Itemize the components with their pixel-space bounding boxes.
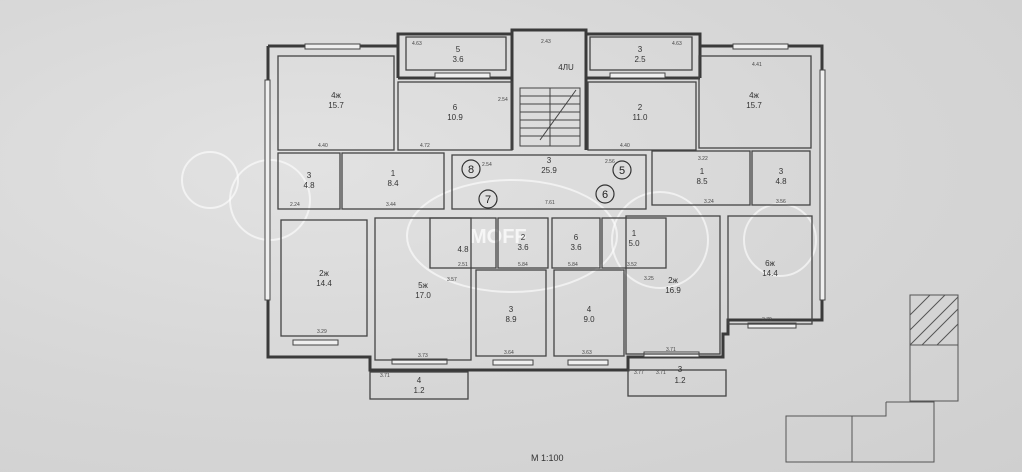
room-area: 3.6 bbox=[517, 243, 529, 252]
section-marker: 8 bbox=[468, 164, 474, 176]
room-area: 1.2 bbox=[674, 376, 686, 385]
room-number: 4ж bbox=[749, 91, 759, 100]
room-number: 1 bbox=[700, 167, 705, 176]
room-number: 2ж bbox=[668, 276, 678, 285]
room-area: 10.9 bbox=[447, 113, 463, 122]
dimension: 4.72 bbox=[420, 143, 430, 149]
dimension: 7.61 bbox=[545, 200, 555, 206]
room-area: 14.4 bbox=[316, 279, 332, 288]
dimension: 3.57 bbox=[447, 277, 457, 283]
room-number: 6 bbox=[574, 233, 579, 242]
dimensions: 4.63 2.43 4.63 4.40 4.72 4.41 4.40 2.54 … bbox=[290, 39, 786, 379]
dimension: 4.40 bbox=[620, 143, 630, 149]
room-number: 6 bbox=[453, 103, 458, 112]
dimension: 5.84 bbox=[568, 262, 578, 268]
room-area: 16.9 bbox=[665, 286, 681, 295]
stair-label: 4ЛU bbox=[558, 63, 574, 72]
dimension: 2.54 bbox=[498, 97, 508, 103]
section-marker: 6 bbox=[602, 189, 608, 201]
room-number: 4 bbox=[417, 376, 422, 385]
dimension: 3.25 bbox=[644, 276, 654, 282]
dimension: 3.52 bbox=[627, 262, 637, 268]
key-plan bbox=[785, 294, 959, 463]
room-number: 3 bbox=[509, 305, 514, 314]
room-number: 2ж bbox=[319, 269, 329, 278]
dimension: 2.51 bbox=[458, 262, 468, 268]
windows bbox=[264, 43, 826, 366]
section-marker: 7 bbox=[485, 194, 491, 206]
room-number: 4 bbox=[587, 305, 592, 314]
dimension: 4.63 bbox=[672, 41, 682, 47]
room-number: 3 bbox=[307, 171, 312, 180]
room-number: 5 bbox=[456, 45, 461, 54]
room-number: 3 bbox=[678, 365, 683, 374]
room-area: 9.0 bbox=[583, 315, 595, 324]
dimension: 5.84 bbox=[518, 262, 528, 268]
scale-label: М 1:100 bbox=[531, 453, 564, 463]
dimension: 3.71 bbox=[666, 347, 676, 353]
room-number: 1 bbox=[391, 169, 396, 178]
room-area: 8.4 bbox=[387, 179, 399, 188]
room-labels: 5 3.6 3 2.5 4ж 15.7 6 10.9 2 11.0 4ж 15.… bbox=[303, 45, 787, 395]
section-markers: 8 7 5 6 bbox=[461, 159, 632, 209]
dimension: 3.73 bbox=[418, 353, 428, 359]
room-area: 4.8 bbox=[457, 245, 469, 254]
dimension: 3.71 bbox=[656, 370, 666, 376]
room-area: 11.0 bbox=[633, 113, 649, 122]
room-area: 3.6 bbox=[452, 55, 464, 64]
room-number: 5ж bbox=[418, 281, 428, 290]
dimension: 4.40 bbox=[318, 143, 328, 149]
room-area: 15.7 bbox=[328, 101, 344, 110]
room-area: 15.7 bbox=[746, 101, 762, 110]
dimension: 3.71 bbox=[380, 373, 390, 379]
dimension: 3.56 bbox=[776, 199, 786, 205]
dimension: 3.24 bbox=[704, 199, 714, 205]
room-area: 5.0 bbox=[628, 239, 640, 248]
room-number: 2 bbox=[638, 103, 643, 112]
room-area: 4.8 bbox=[303, 181, 315, 190]
room-number: 2 bbox=[521, 233, 526, 242]
dimension: 4.41 bbox=[752, 62, 762, 68]
dimension: 3.29 bbox=[317, 329, 327, 335]
dimension: 3.79 bbox=[762, 317, 772, 323]
room-area: 8.9 bbox=[505, 315, 517, 324]
room-number: 4ж bbox=[331, 91, 341, 100]
dimension: 2.56 bbox=[605, 159, 615, 165]
room-area: 3.6 bbox=[570, 243, 582, 252]
staircase: 4ЛU bbox=[519, 63, 581, 147]
room-number: 6ж bbox=[765, 259, 775, 268]
dimension: 2.43 bbox=[541, 39, 551, 45]
room-area: 2.5 bbox=[634, 55, 646, 64]
dimension: 3.44 bbox=[386, 202, 396, 208]
dimension: 3.63 bbox=[582, 350, 592, 356]
dimension: 3.77 bbox=[634, 370, 644, 376]
room-area: 4.8 bbox=[775, 177, 787, 186]
room-number: 3 bbox=[779, 167, 784, 176]
room-number: 3 bbox=[638, 45, 643, 54]
room-number: 1 bbox=[632, 229, 637, 238]
dimension: 3.22 bbox=[698, 156, 708, 162]
room-area: 1.2 bbox=[413, 386, 425, 395]
room-area: 17.0 bbox=[415, 291, 431, 300]
dimension: 3.64 bbox=[504, 350, 514, 356]
interior-walls bbox=[277, 36, 813, 400]
watermark: MOFF bbox=[181, 151, 817, 293]
dimension: 2.54 bbox=[482, 162, 492, 168]
dimension: 2.24 bbox=[290, 202, 300, 208]
room-area: 14.4 bbox=[762, 269, 778, 278]
room-number: 3 bbox=[547, 156, 552, 165]
room-area: 25.9 bbox=[541, 166, 557, 175]
dimension: 4.63 bbox=[412, 41, 422, 47]
room-area: 8.5 bbox=[696, 177, 708, 186]
section-marker: 5 bbox=[619, 165, 625, 177]
